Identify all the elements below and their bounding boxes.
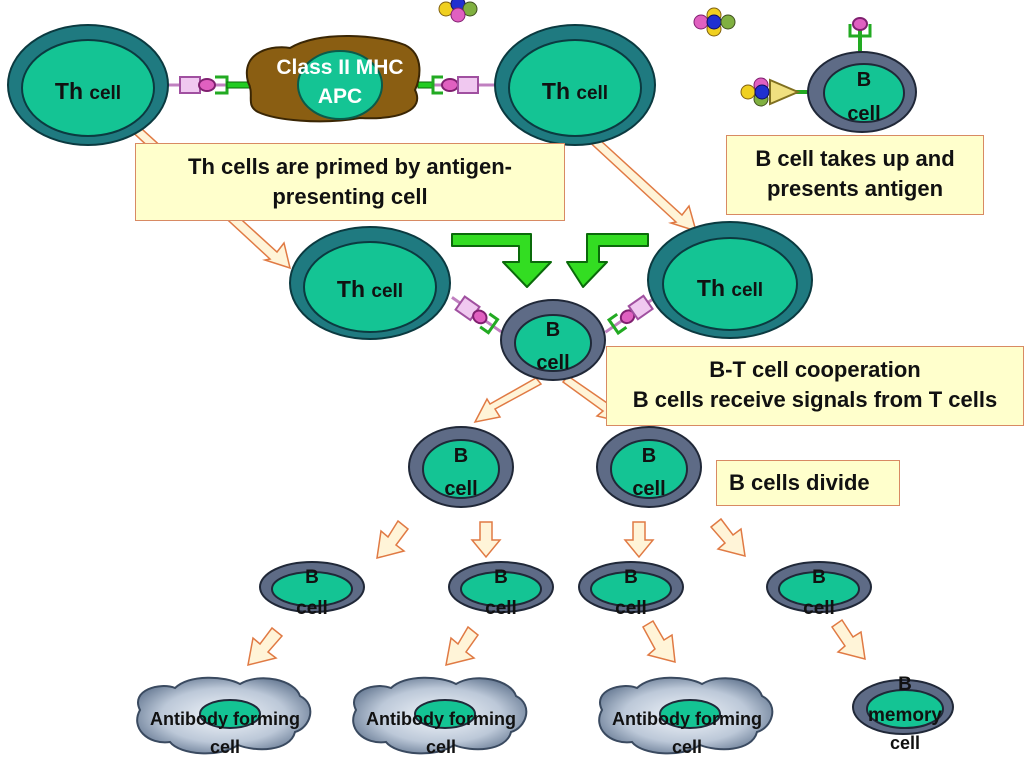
th-cell-mid-right: Th cell xyxy=(647,221,813,339)
arrow-diff-1 xyxy=(247,626,284,667)
note-bt-cooperation: B-T cell cooperation B cells receive sig… xyxy=(606,346,1024,426)
green-arrows xyxy=(451,233,649,288)
b-cell-label-line1: B xyxy=(624,567,638,588)
green-down-arrow-left xyxy=(451,233,552,288)
th-cell-label-main: Th xyxy=(542,78,570,104)
b-cell-label-line2: cell xyxy=(444,478,477,500)
svg-text:Th cell: Th cell xyxy=(542,78,608,104)
arrow-split-2 xyxy=(470,521,502,559)
b-cell-label-line1: B xyxy=(305,567,319,588)
apc-label-line1: Class II MHC xyxy=(276,56,403,79)
arrow-th2-to-th4 xyxy=(581,128,698,233)
b-memory-cell: B memory cell xyxy=(852,674,954,753)
arrow-split-1 xyxy=(376,519,410,560)
b-cell-label-line1: B xyxy=(454,445,468,467)
th-cell-label-sub: cell xyxy=(371,281,403,302)
arrow-split-4 xyxy=(709,517,746,558)
b-cell-label-line1: B xyxy=(857,69,871,91)
note-line: B cells receive signals from T cells xyxy=(632,386,998,412)
antibody-cell-label-line1: Antibody forming xyxy=(612,709,762,729)
th-cell-label-main: Th xyxy=(337,276,365,302)
antibody-cell-label-line2: cell xyxy=(426,737,456,757)
svg-text:Th cell: Th cell xyxy=(337,276,403,302)
arrow-split-3 xyxy=(623,521,655,559)
b-cell-label-line2: cell xyxy=(296,598,328,619)
th-cell-top-left: Th cell xyxy=(7,24,169,146)
b-cell-label-line2: cell xyxy=(536,352,569,374)
b-cell-label-line2: cell xyxy=(485,598,517,619)
memory-cell-label-line1: B xyxy=(898,674,912,695)
arrow-diff-4 xyxy=(830,618,866,661)
antibody-cell-label-line2: cell xyxy=(210,737,240,757)
green-down-arrow-right xyxy=(566,233,649,288)
b-cell-label-line1: B xyxy=(494,567,508,588)
note-line: B cell takes up and xyxy=(755,146,955,171)
b-cell-mid-right: B cell xyxy=(596,426,702,508)
antibody-cell-label-line1: Antibody forming xyxy=(366,709,516,729)
svg-text:Th cell: Th cell xyxy=(697,275,763,301)
note-b-takes-antigen: B cell takes up and presents antigen xyxy=(726,135,984,215)
note-th-primed: Th cells are primed by antigen- presenti… xyxy=(135,143,565,221)
b-cell-label-line1: B xyxy=(812,567,826,588)
b-cell-row-3: B cell xyxy=(578,561,684,619)
th-cell-label-sub: cell xyxy=(576,83,608,104)
note-line: B cells divide xyxy=(729,470,870,495)
antigen-molecule-floating xyxy=(693,7,736,37)
th-cell-top-right: Th cell xyxy=(494,24,656,146)
arrow-diff-3 xyxy=(641,619,676,663)
antigen-molecule-top xyxy=(438,0,478,23)
th-cell-label-sub: cell xyxy=(89,83,121,104)
receptor-connectors xyxy=(166,17,872,336)
b-cell-row-4: B cell xyxy=(766,561,872,619)
note-line: presents antigen xyxy=(766,175,944,201)
b-cell-center: B cell xyxy=(500,299,606,381)
svg-text:Th cell: Th cell xyxy=(55,78,121,104)
b-cell-mid-left: B cell xyxy=(408,426,514,508)
b-cell-top: B cell xyxy=(807,51,917,133)
b-cell-label-line2: cell xyxy=(615,598,647,619)
arrow-center-to-midleft xyxy=(473,377,543,424)
note-line: presenting cell xyxy=(272,183,428,209)
b-cell-label-line2: cell xyxy=(803,598,835,619)
apc-label-line2: APC xyxy=(318,85,362,108)
antibody-forming-cell-1: Antibody forming cell xyxy=(136,676,312,757)
th-cell-mid-left: Th cell xyxy=(289,226,451,340)
antibody-forming-cell-3: Antibody forming cell xyxy=(598,676,774,757)
memory-cell-label-line3: cell xyxy=(890,733,920,753)
arrow-diff-2 xyxy=(445,625,480,667)
b-cell-row-1: B cell xyxy=(259,561,365,619)
b-cell-label-line1: B xyxy=(642,445,656,467)
b-cell-label-line1: B xyxy=(546,319,560,341)
antibody-cell-label-line2: cell xyxy=(672,737,702,757)
antigen-molecule-bound xyxy=(740,77,770,107)
memory-cell-label-line2: memory xyxy=(868,705,942,726)
antibody-cell-label-line1: Antibody forming xyxy=(150,709,300,729)
note-line: Th cells are primed by antigen- xyxy=(188,154,512,179)
note-line: B-T cell cooperation xyxy=(709,357,921,382)
apc-cell: Class II MHC APC xyxy=(245,35,421,123)
th-cell-label-main: Th xyxy=(697,275,725,301)
note-b-cells-divide: B cells divide xyxy=(716,460,900,506)
b-cell-label-line2: cell xyxy=(847,103,880,125)
th-cell-label-main: Th xyxy=(55,78,83,104)
th-cell-label-sub: cell xyxy=(731,280,763,301)
b-cell-row-2: B cell xyxy=(448,561,554,619)
b-cell-label-line2: cell xyxy=(632,478,665,500)
antibody-forming-cell-2: Antibody forming cell xyxy=(352,676,528,757)
